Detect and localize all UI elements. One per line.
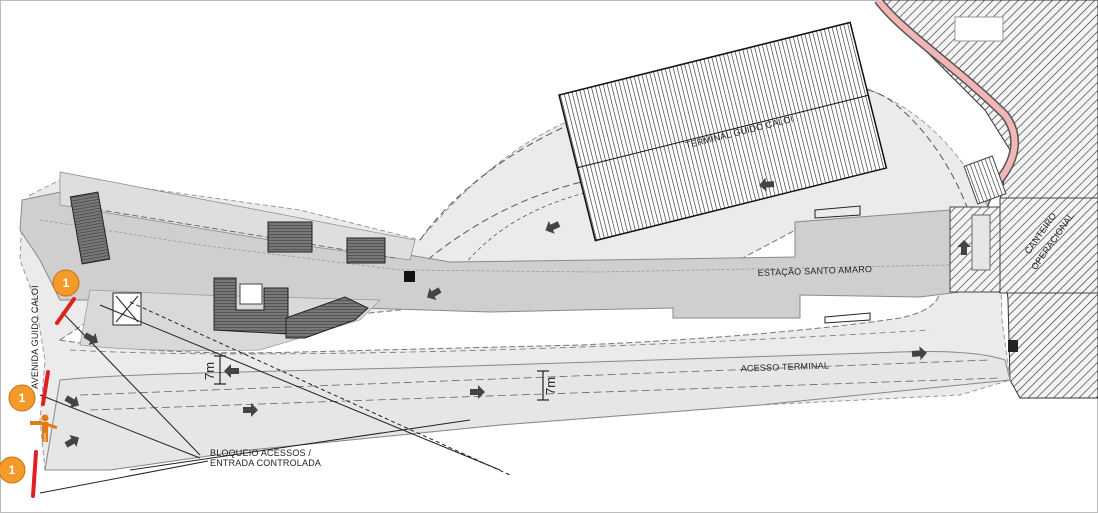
marker-badge: 1 xyxy=(52,269,80,297)
building-roof xyxy=(69,191,111,265)
svg-text:1: 1 xyxy=(19,391,26,405)
hatched-area xyxy=(879,0,1098,399)
svg-text:1: 1 xyxy=(9,463,16,477)
station-label: ESTAÇÃO SANTO AMARO xyxy=(758,264,873,278)
title-block xyxy=(954,16,1004,42)
barrier-label-line2: ENTRADA CONTROLADA xyxy=(210,458,321,468)
access-barriers xyxy=(31,297,76,498)
access-road-label: ACESSO TERMINAL xyxy=(741,360,830,373)
avenue-label: AVENIDA GUIDO CALOI xyxy=(30,285,40,389)
marker-badge: 1 xyxy=(8,384,36,412)
terminal-building xyxy=(558,21,888,242)
traffic-controller-icon xyxy=(30,414,58,442)
barrier-label-line1: BLOQUEIO ACESSOS / xyxy=(210,448,311,458)
dimension-label-mid: 7m xyxy=(543,377,558,395)
direction-arrow-icon xyxy=(64,177,971,448)
svg-text:1: 1 xyxy=(63,276,70,290)
dimension-label-left: 7m xyxy=(202,362,217,380)
access-road xyxy=(44,351,1011,471)
dimension-marker xyxy=(214,355,549,401)
marker-badge: 1 xyxy=(0,456,26,484)
